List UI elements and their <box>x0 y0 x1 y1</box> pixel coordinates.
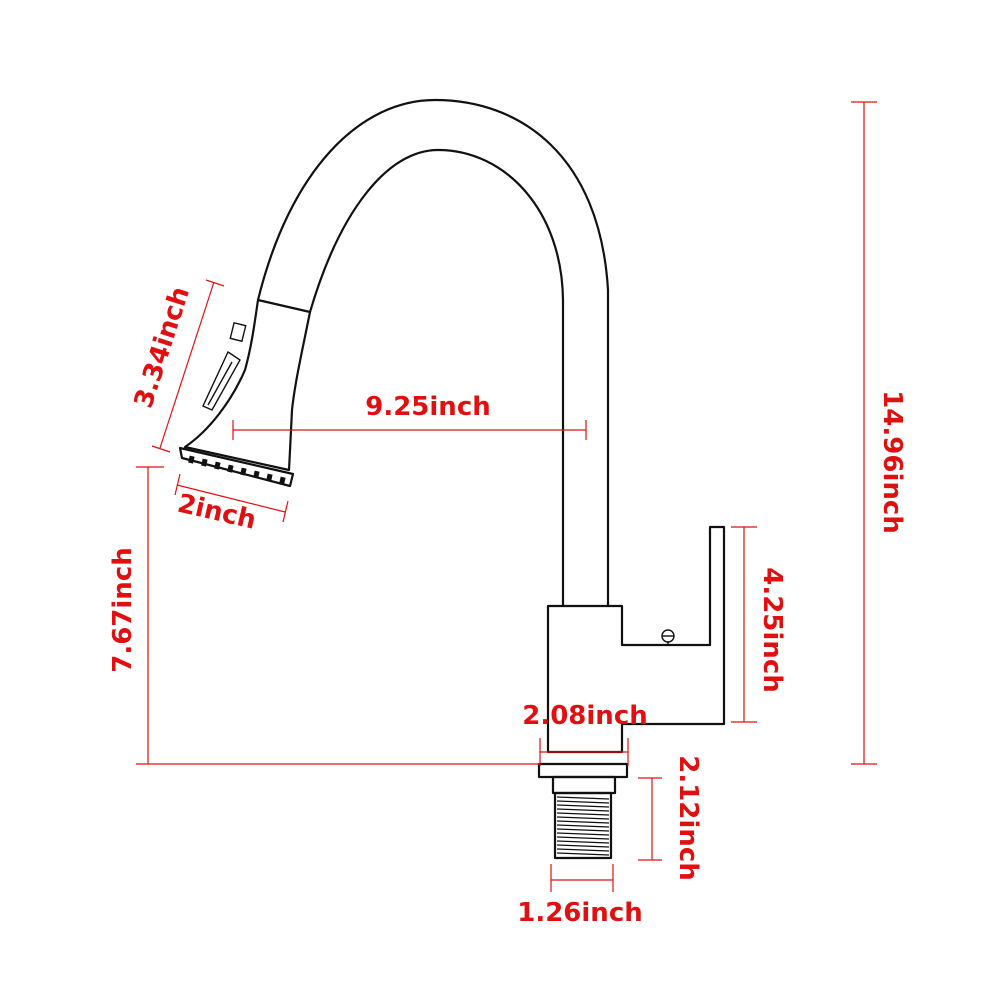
dimension-lines <box>136 101 877 892</box>
spout-outer-curve <box>256 98 610 608</box>
thread-line <box>556 840 610 844</box>
label-shank-length: 2.12inch <box>673 755 703 881</box>
spray-head-button-top <box>229 321 247 343</box>
spray-head-button-side-line <box>207 361 233 406</box>
label-spray-head-face: 2inch <box>175 489 259 536</box>
label-base-width: 2.08inch <box>522 701 648 731</box>
dimension-labels: 9.25inch 14.96inch 3.34inch 2inch 7.67in… <box>108 283 907 928</box>
thread-line <box>556 836 610 840</box>
spray-nozzles <box>188 455 286 485</box>
threaded-shank <box>553 791 613 860</box>
spray-head-button-side <box>202 350 241 411</box>
thread-line <box>556 848 610 852</box>
thread-line <box>556 852 610 856</box>
thread-line <box>556 832 610 836</box>
spout-inner-curve <box>308 148 565 608</box>
spray-face <box>178 446 295 488</box>
label-spray-head-length: 3.34inch <box>129 283 196 412</box>
mounting-nut <box>551 775 617 795</box>
thread-line <box>556 816 610 820</box>
faucet-outline <box>178 98 726 860</box>
label-handle-height: 4.25inch <box>757 567 787 693</box>
spray-head-body <box>183 298 312 472</box>
label-spout-reach: 9.25inch <box>365 392 491 422</box>
thread-line <box>556 800 610 804</box>
thread-line <box>556 812 610 816</box>
thread-line <box>556 796 610 800</box>
thread-line <box>556 824 610 828</box>
label-overall-height: 14.96inch <box>877 390 907 534</box>
set-screw <box>661 629 675 646</box>
thread-line <box>556 804 610 808</box>
thread-line <box>556 820 610 824</box>
label-shank-diameter: 1.26inch <box>517 898 643 928</box>
base-ring <box>537 762 629 779</box>
thread-line <box>556 844 610 848</box>
thread-line <box>556 828 610 832</box>
label-outlet-height: 7.67inch <box>108 547 138 673</box>
thread-line <box>556 808 610 812</box>
